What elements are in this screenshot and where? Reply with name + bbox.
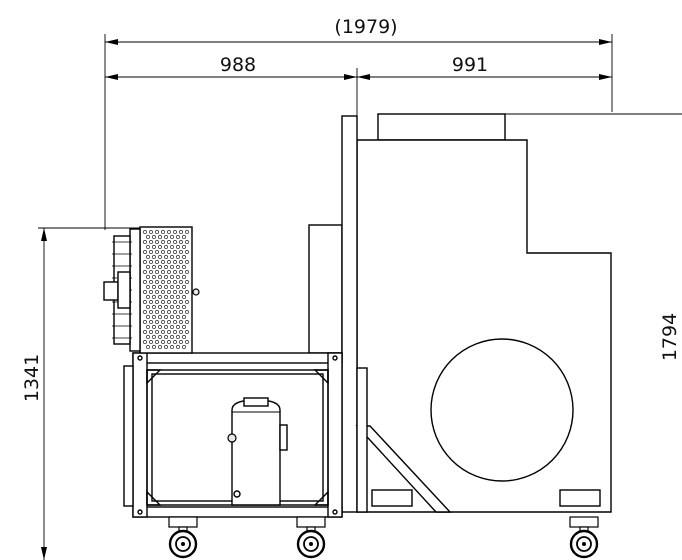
diagonal-brace xyxy=(355,367,452,513)
left-height-label: 1341 xyxy=(21,354,43,402)
side-panel xyxy=(308,224,343,354)
fan-circle xyxy=(430,338,574,482)
gas-cylinder xyxy=(227,397,288,506)
overall-width-label: (1979) xyxy=(334,16,397,38)
wheels xyxy=(168,516,599,559)
vertical-post xyxy=(341,115,358,513)
dimension-lines xyxy=(38,34,682,560)
left-width-label: 988 xyxy=(220,54,256,76)
perforation-pattern xyxy=(143,230,189,349)
perforated-housing xyxy=(139,226,193,354)
overall-height-label: 1794 xyxy=(659,313,681,361)
main-unit-housing xyxy=(356,113,612,513)
fan-unit xyxy=(103,226,200,354)
right-width-label: 991 xyxy=(452,54,488,76)
